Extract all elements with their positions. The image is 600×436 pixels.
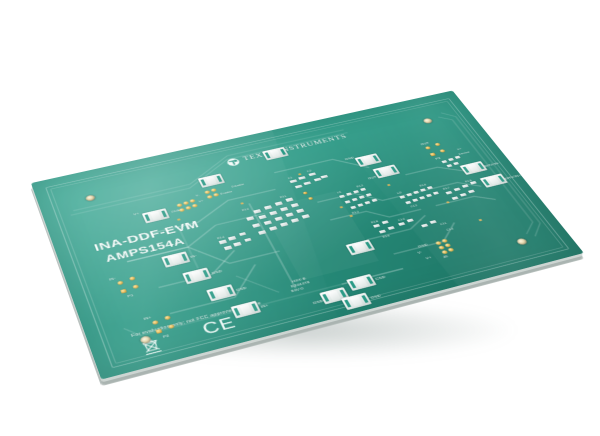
ce-mark-label: CE xyxy=(199,314,240,339)
label-p2-ref: P2 xyxy=(162,333,170,339)
label-j3-vplus: V+ xyxy=(424,255,433,261)
label-cluster-left-ref: R14 xyxy=(216,235,226,240)
label-lower-c10: C10 xyxy=(397,217,406,222)
sma-footprint-in-plus xyxy=(230,300,262,319)
board-part-number: INA-DDF-EVM xyxy=(92,218,202,254)
weee-bin-icon xyxy=(138,336,164,356)
pad-p2-4 xyxy=(167,323,176,330)
sma-footprint-gnd-1 xyxy=(182,267,212,285)
compliance-text: For evaluation only; not FCC approved fo… xyxy=(130,301,263,339)
label-sma-bot-2: GND xyxy=(374,274,387,281)
label-lower-r19: R19 xyxy=(382,234,391,239)
label-sma-in-minus: IN- xyxy=(189,253,198,259)
via-7 xyxy=(478,218,483,222)
label-p2-in-plus: IN+ xyxy=(142,315,153,321)
sma-footprint-mid-bot xyxy=(345,239,376,256)
mounting-hole-bottom-left xyxy=(139,335,152,345)
sma-footprint-in-minus xyxy=(161,251,191,268)
sma-footprint-gnd-2 xyxy=(206,284,237,302)
sma-footprint-bot-1 xyxy=(319,286,350,305)
mounting-hole-bottom-right xyxy=(515,237,529,246)
label-sma-gnd-2: GND xyxy=(235,285,248,292)
sma-footprint-bot-3 xyxy=(340,292,372,311)
pad-p2-3 xyxy=(155,328,164,335)
label-p1-in-minus: IN- xyxy=(108,276,117,282)
pad-p1-3 xyxy=(120,288,128,294)
via-6 xyxy=(176,218,181,221)
label-lower-c11: C11 xyxy=(439,221,448,226)
pad-p1-2 xyxy=(128,276,137,282)
ul-marking-flame: 94V-0 xyxy=(290,286,305,293)
label-p1-ref: P1 xyxy=(126,293,135,299)
label-j3-ref: J6 xyxy=(441,254,449,259)
pad-p1-1 xyxy=(116,280,125,286)
pad-p1-4 xyxy=(132,284,140,290)
pad-p2-1 xyxy=(151,319,160,326)
board-top-surface: TEXAS INSTRUMENTS INA-DDF-EVM AMPS154A F… xyxy=(30,90,585,380)
label-sma-gnd-1: GND xyxy=(211,269,223,275)
label-j3-vminus: V- xyxy=(416,250,423,255)
label-sma-in-plus: IN+ xyxy=(260,303,270,309)
label-sma-bot-1: GND xyxy=(312,298,325,305)
label-lower-r18: R18 xyxy=(370,219,379,225)
label-j3-gnd: GND xyxy=(416,242,429,249)
pcb-board: TEXAS INSTRUMENTS INA-DDF-EVM AMPS154A F… xyxy=(30,90,585,386)
ul-marking-hsx: HSX-B xyxy=(290,276,307,284)
label-lower-c14: C14 xyxy=(445,227,455,232)
label-sma-bot-3: GND xyxy=(369,293,382,300)
copper-traces xyxy=(31,91,584,380)
board-revision: AMPS154A xyxy=(103,235,187,265)
ul-marking-efile: E334478 xyxy=(290,280,311,289)
sma-footprint-bot-2 xyxy=(346,273,377,291)
pad-p2-2 xyxy=(164,315,172,321)
